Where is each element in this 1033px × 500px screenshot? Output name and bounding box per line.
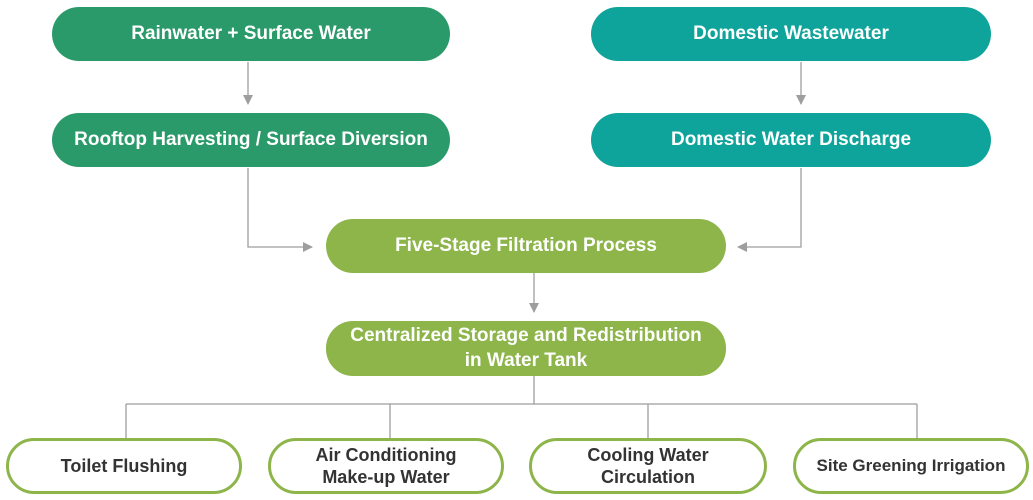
node-five-stage-filtration: Five-Stage Filtration Process [326, 219, 726, 273]
output-toilet-label: Toilet Flushing [60, 455, 188, 476]
node-storage-label-line2: in Water Tank [464, 349, 588, 371]
arrow-discharge-to-filtration [737, 168, 802, 252]
node-domestic-discharge-label: Domestic Water Discharge [670, 129, 912, 151]
arrow-rooftop-to-filtration [247, 168, 313, 252]
output-air-conditioning: Air Conditioning Make-up Water [268, 438, 504, 494]
node-domestic-wastewater-label: Domestic Wastewater [693, 23, 889, 45]
node-rooftop-harvesting: Rooftop Harvesting / Surface Diversion [52, 113, 450, 167]
output-aircon-label-line2: Make-up Water [322, 467, 450, 487]
output-toilet-flushing: Toilet Flushing [6, 438, 242, 494]
node-rainwater-surface-water: Rainwater + Surface Water [52, 7, 450, 61]
output-cooling-water: Cooling Water Circulation [529, 438, 767, 494]
output-site-greening: Site Greening Irrigation [793, 438, 1029, 494]
output-cooling-label-line2: Circulation [600, 467, 695, 487]
output-cooling-label-line1: Cooling Water [587, 444, 709, 465]
node-domestic-wastewater: Domestic Wastewater [591, 7, 991, 61]
output-aircon-label-line1: Air Conditioning [315, 444, 457, 465]
node-centralized-storage: Centralized Storage and Redistribution i… [326, 321, 726, 376]
node-domestic-water-discharge: Domestic Water Discharge [591, 113, 991, 167]
node-filtration-label: Five-Stage Filtration Process [395, 235, 657, 257]
node-rainwater-label: Rainwater + Surface Water [131, 23, 371, 45]
output-greening-label: Site Greening Irrigation [816, 456, 1006, 476]
node-rooftop-label: Rooftop Harvesting / Surface Diversion [74, 129, 428, 151]
node-storage-label-line1: Centralized Storage and Redistribution [350, 324, 702, 346]
